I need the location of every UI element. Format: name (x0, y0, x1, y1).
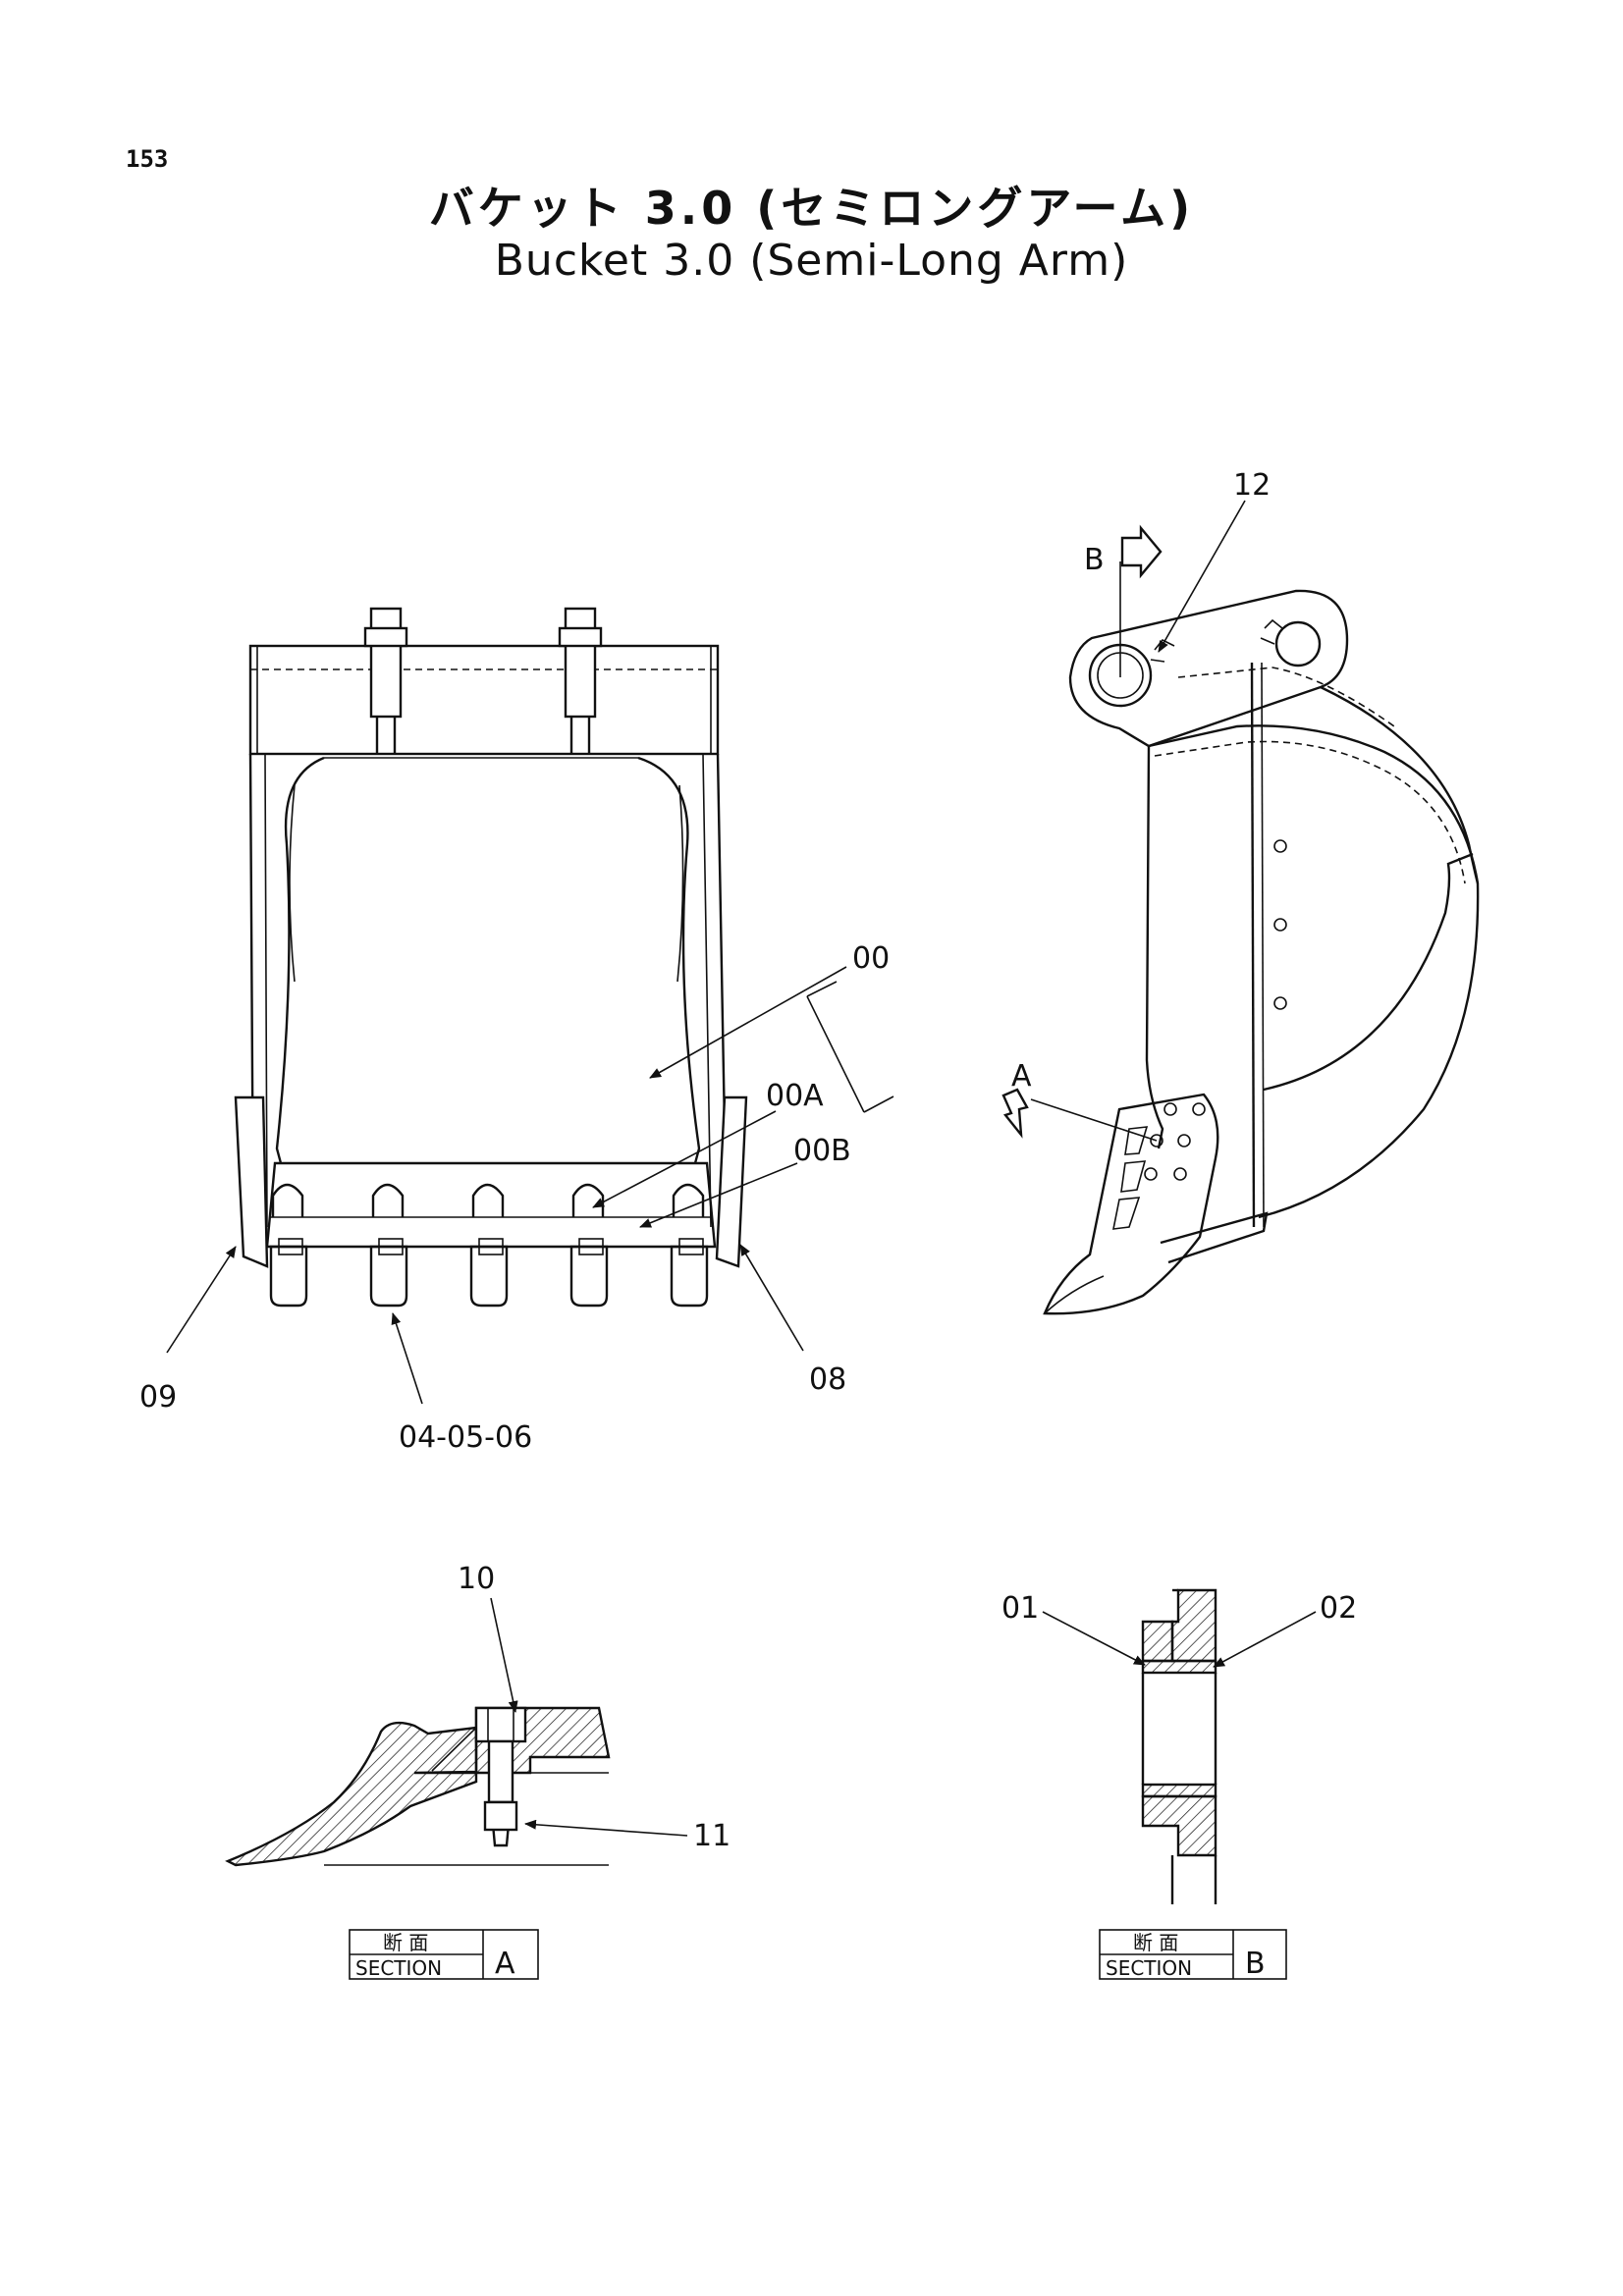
marker-b: B (1084, 543, 1105, 577)
label-12: 12 (1233, 468, 1271, 503)
leader-10 (490, 1597, 518, 1713)
section-a-drawing (225, 1597, 688, 1867)
bucket-side-view (1001, 500, 1480, 1315)
section-a-bolt-head (474, 1706, 527, 1743)
section-a-box: 断 面 SECTION A (349, 1929, 539, 1981)
leader-00a (592, 1110, 777, 1208)
leader-00 (649, 966, 847, 1079)
title-japanese: バケット 3.0 (セミロングアーム) (428, 182, 1195, 235)
label-00: 00 (852, 941, 890, 976)
section-b-bushing-top (1141, 1659, 1217, 1675)
section-a-en: SECTION (355, 1956, 442, 1980)
label-04-05-06: 04-05-06 (399, 1420, 532, 1455)
leader-02 (1213, 1611, 1317, 1668)
title-english: Bucket 3.0 (Semi-Long Arm) (494, 236, 1129, 286)
bucket-top-frame (248, 644, 720, 756)
side-tooth-adapter (1043, 1093, 1219, 1315)
section-b-boss-bottom (1141, 1794, 1217, 1857)
label-08: 08 (809, 1362, 846, 1397)
bucket-tooth (369, 1183, 408, 1308)
section-line-a (1030, 1098, 1158, 1142)
section-b-jp: 断 面 (1133, 1931, 1178, 1954)
bucket-front-view (166, 607, 894, 1405)
bucket-tooth (269, 1183, 308, 1308)
section-a-letter: A (495, 1947, 515, 1981)
section-b-bushing-bottom (1141, 1783, 1217, 1798)
label-00b: 00B (793, 1134, 851, 1168)
leader-09 (166, 1246, 237, 1354)
leader-04-05-06 (391, 1312, 423, 1405)
section-a-tooth-adapter (225, 1721, 478, 1867)
label-11: 11 (693, 1819, 730, 1853)
bucket-pin-boss-left (363, 607, 408, 754)
side-cutter-left (234, 1095, 269, 1268)
section-a-bolt-shank (487, 1739, 514, 1804)
leader-08 (739, 1244, 804, 1352)
label-00a: 00A (766, 1079, 824, 1113)
section-b-boss-top (1170, 1588, 1217, 1663)
bucket-tooth (569, 1183, 609, 1308)
side-cutter-right (715, 1095, 748, 1268)
label-02: 02 (1320, 1591, 1357, 1626)
bucket-boss-plate (1068, 589, 1349, 748)
label-01: 01 (1001, 1591, 1039, 1626)
section-b-arrow (1120, 524, 1163, 579)
leader-11 (524, 1819, 688, 1837)
section-b-drawing (1042, 1588, 1317, 1904)
bucket-tooth (469, 1183, 509, 1308)
leader-01 (1042, 1611, 1146, 1666)
section-b-box: 断 面 SECTION B (1099, 1929, 1287, 1981)
marker-a: A (1011, 1059, 1032, 1094)
page-number: 153 (126, 145, 169, 173)
leader-12 (1158, 500, 1246, 653)
section-a-nut (483, 1800, 518, 1832)
bracket-00 (806, 995, 865, 1113)
section-b-letter: B (1245, 1947, 1266, 1981)
leader-00b (639, 1162, 798, 1228)
label-10: 10 (458, 1562, 495, 1596)
label-09: 09 (139, 1380, 177, 1415)
section-b-en: SECTION (1106, 1956, 1192, 1980)
bucket-cutting-edge (265, 1161, 717, 1249)
section-a-jp: 断 面 (383, 1931, 428, 1954)
bucket-pin-boss-right (558, 607, 603, 754)
bucket-teeth (269, 1183, 709, 1308)
section-a-arrow (1001, 1088, 1029, 1139)
bucket-tooth (670, 1183, 709, 1308)
